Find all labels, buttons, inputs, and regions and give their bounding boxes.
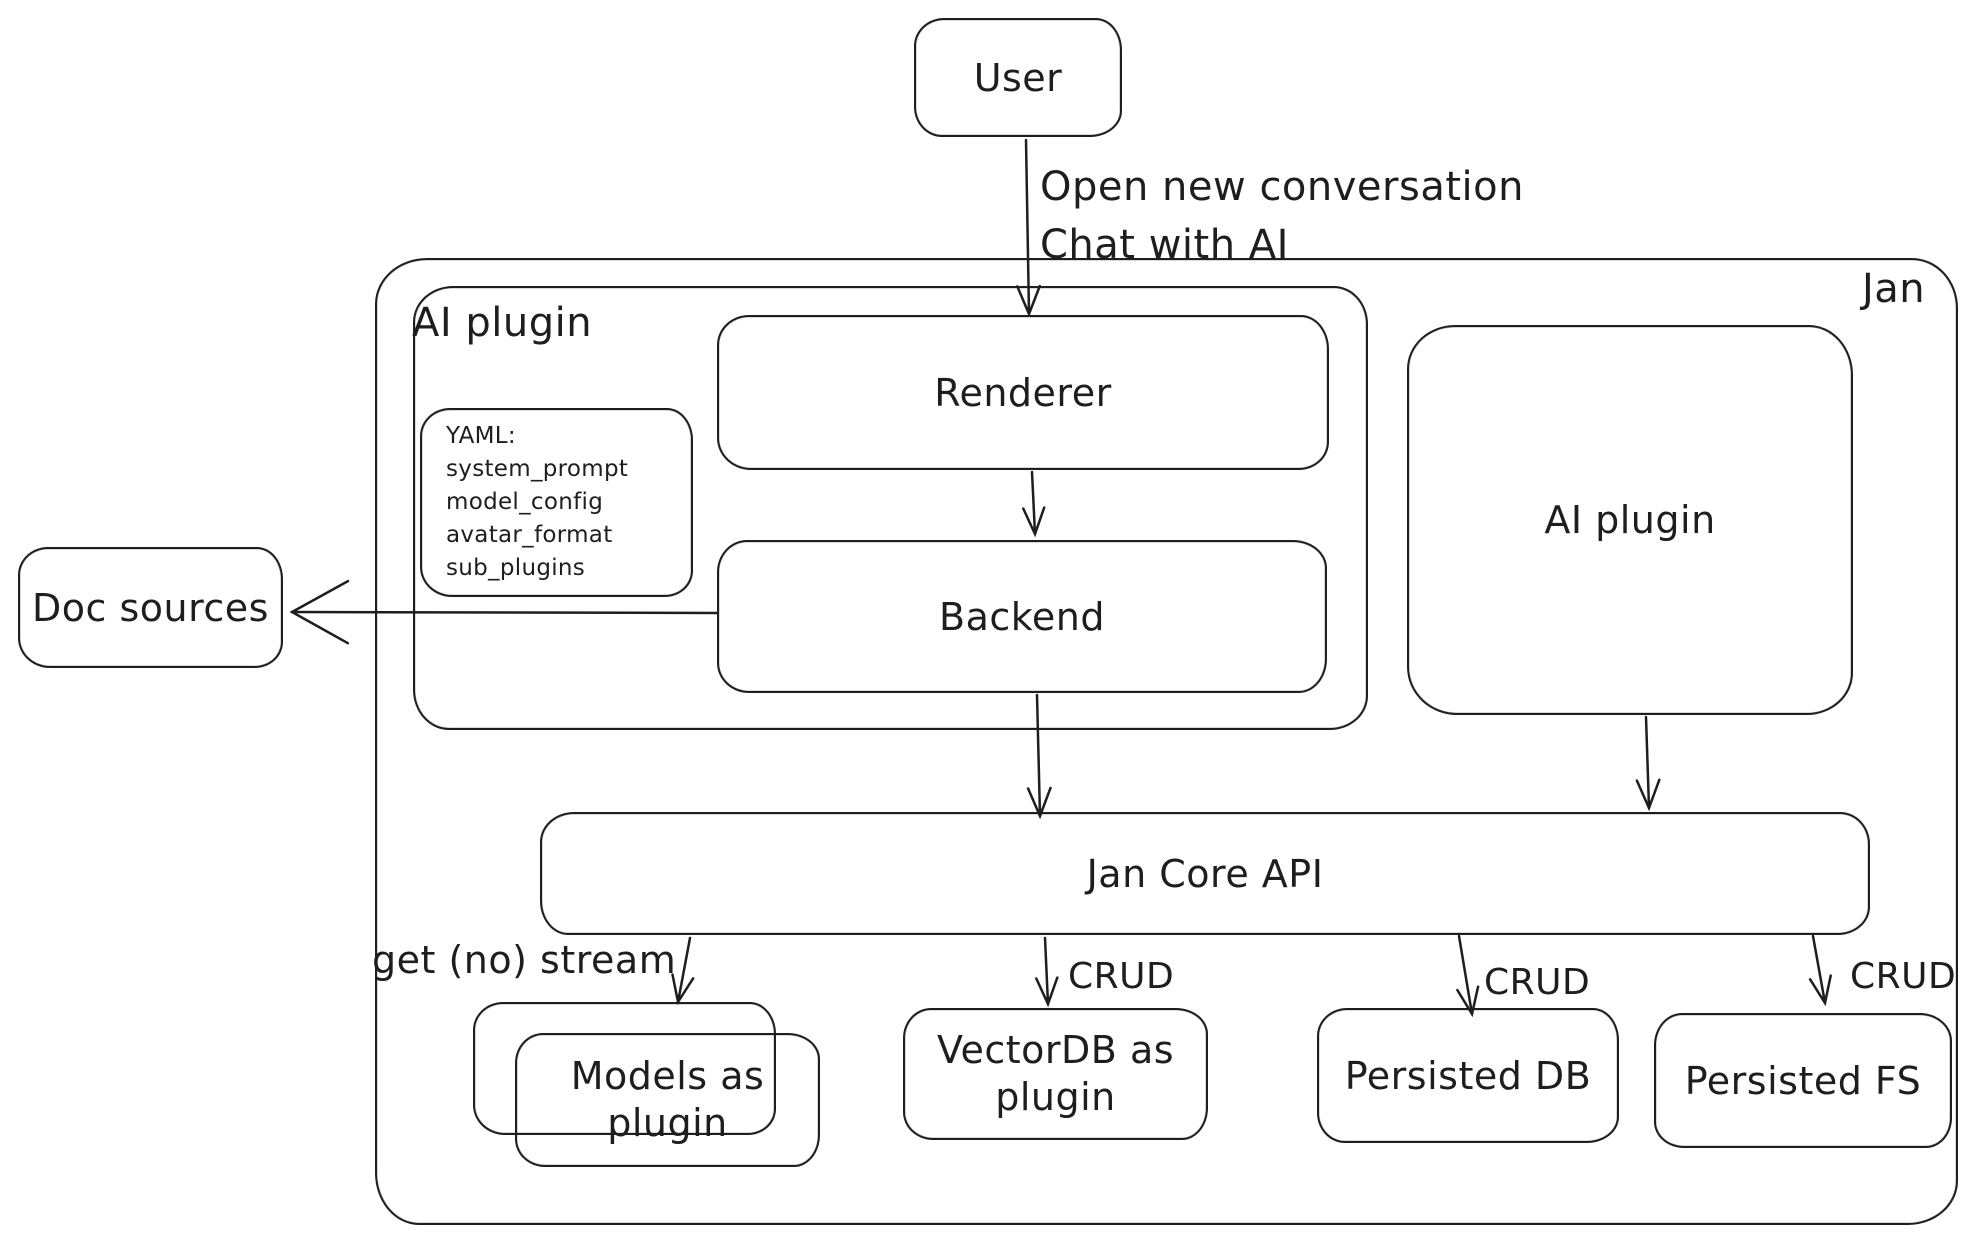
yaml-line: model_config	[446, 489, 604, 515]
yaml-line: YAML:	[446, 423, 516, 449]
ai-plugin-container	[413, 286, 1368, 730]
edge-label-crud-vectordb: CRUD	[1068, 956, 1175, 997]
renderer-node: Renderer	[717, 315, 1329, 470]
models-as-plugin-shadow-box	[473, 1002, 776, 1135]
renderer-node-label: Renderer	[934, 370, 1112, 415]
yaml-note: YAML: system_prompt model_config avatar_…	[420, 408, 693, 597]
persisted-db-node: Persisted DB	[1317, 1008, 1619, 1143]
yaml-line: sub_plugins	[446, 555, 586, 581]
doc-sources-node-label: Doc sources	[32, 585, 269, 630]
models-as-plugin-node: Models as plugin	[515, 1033, 820, 1167]
edge-label-crud-persisted-fs: CRUD	[1850, 956, 1957, 997]
models-as-plugin-node-label: Models as plugin	[570, 1054, 765, 1145]
yaml-note-text: YAML: system_prompt model_config avatar_…	[446, 420, 628, 585]
yaml-line: avatar_format	[446, 522, 613, 548]
edge-label-open-new-conversation: Open new conversation Chat with AI	[1040, 164, 1524, 268]
yaml-line: system_prompt	[446, 456, 629, 482]
user-node: User	[914, 18, 1122, 137]
user-node-label: User	[973, 55, 1063, 100]
backend-node: Backend	[717, 540, 1327, 693]
vectordb-node-label: VectorDB as plugin	[936, 1028, 1175, 1119]
edge-label-crud-persisted-db: CRUD	[1484, 962, 1591, 1003]
jan-core-api-node: Jan Core API	[540, 812, 1870, 935]
jan-container-label: Jan	[1862, 266, 1926, 312]
backend-node-label: Backend	[939, 594, 1105, 639]
ai-plugin-node: AI plugin	[1407, 325, 1853, 715]
doc-sources-node: Doc sources	[18, 547, 283, 668]
persisted-fs-node: Persisted FS	[1654, 1013, 1952, 1148]
persisted-fs-node-label: Persisted FS	[1684, 1058, 1922, 1103]
edge-label-get-no-stream: get (no) stream	[372, 938, 677, 982]
ai-plugin-container-label: AI plugin	[412, 300, 593, 346]
jan-core-api-node-label: Jan Core API	[1086, 851, 1324, 896]
vectordb-node: VectorDB as plugin	[903, 1008, 1208, 1140]
ai-plugin-node-label: AI plugin	[1544, 498, 1716, 542]
persisted-db-node-label: Persisted DB	[1344, 1053, 1592, 1098]
jan-container	[375, 258, 1958, 1225]
